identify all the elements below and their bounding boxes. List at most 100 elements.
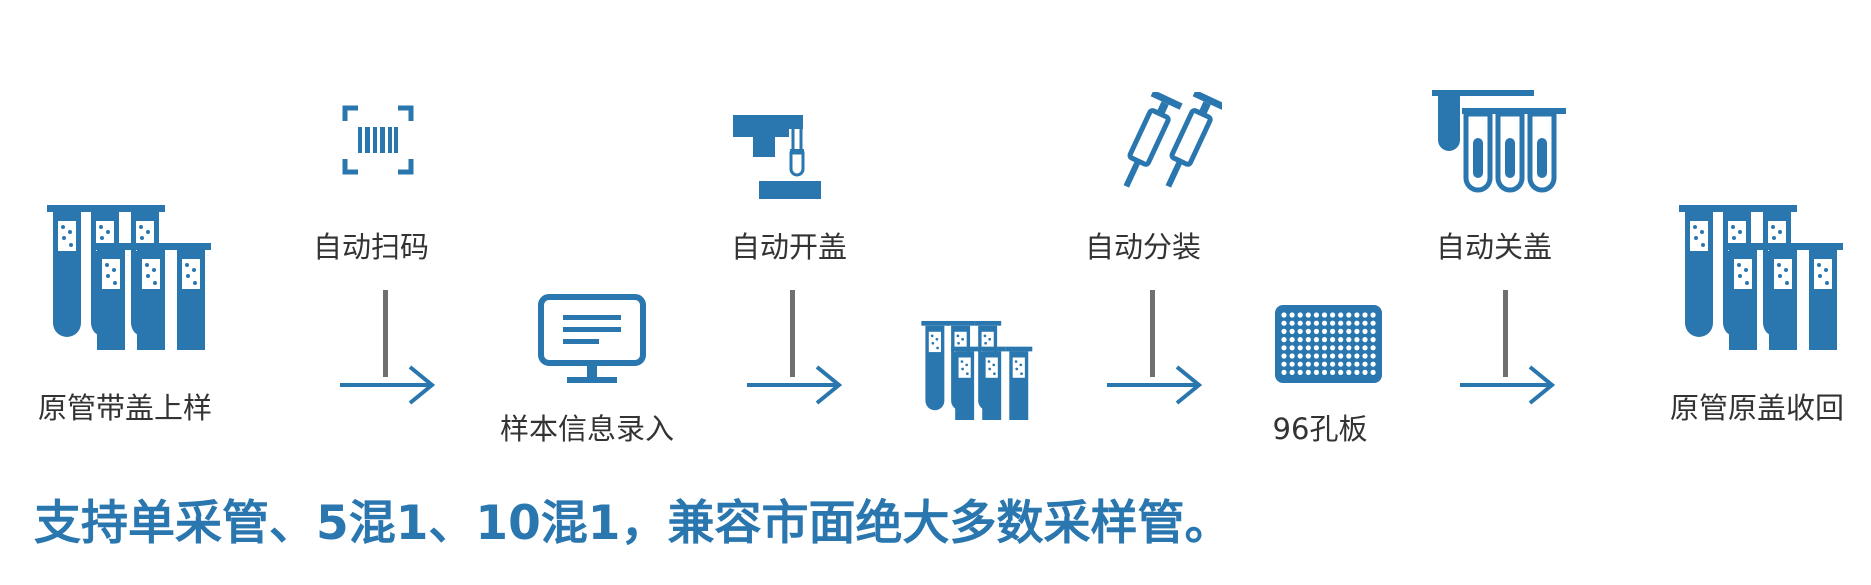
plate-well	[1289, 312, 1295, 318]
plate-well	[1321, 369, 1328, 375]
plate-well	[1330, 312, 1336, 318]
divider-line	[1150, 290, 1155, 377]
pipette-icon	[1123, 92, 1222, 188]
footer-note: 支持单采管、5混1、10混1，兼容市面绝大多数采样管。	[34, 496, 1232, 551]
plate-well	[1297, 361, 1303, 367]
plate-well	[1338, 312, 1344, 318]
plate-well	[1289, 328, 1295, 334]
plate-well	[1297, 337, 1303, 343]
plate-well	[1346, 312, 1352, 318]
plate-well	[1289, 320, 1295, 326]
plate-well	[1305, 345, 1311, 351]
step-label-auto-dispense: 自动分装	[1084, 230, 1202, 264]
step-label-recover-tubes: 原管原盖收回	[1669, 391, 1845, 425]
plate-well	[1346, 361, 1352, 367]
plate-well	[1370, 337, 1376, 343]
plate-well	[1354, 353, 1360, 359]
plate-well	[1330, 328, 1336, 334]
divider-line	[1503, 290, 1508, 377]
plate-well	[1346, 353, 1352, 359]
plate-well	[1297, 312, 1303, 318]
plate-well	[1297, 345, 1303, 351]
plate-well	[1338, 345, 1344, 351]
plate-well	[1281, 320, 1287, 326]
tube-rack-return-icon	[1679, 205, 1843, 350]
plate-well	[1338, 361, 1344, 367]
plate-well	[1338, 337, 1344, 343]
plate-well	[1370, 320, 1376, 326]
plate-well	[1289, 337, 1295, 343]
plate-well	[1305, 369, 1311, 375]
plate-well	[1330, 337, 1336, 343]
plate-well	[1354, 337, 1360, 343]
plate-well	[1305, 320, 1311, 326]
step-label-auto-scan: 自动扫码	[312, 230, 430, 264]
plate-well	[1362, 312, 1368, 318]
step-label-auto-recap: 自动关盖	[1435, 230, 1553, 264]
divider-line	[383, 290, 388, 377]
plate-well	[1354, 312, 1360, 318]
step-label-auto-uncap: 自动开盖	[730, 230, 848, 264]
plate-well	[1330, 369, 1336, 375]
plate-well	[1305, 312, 1311, 318]
arrow-right-icon	[1460, 365, 1554, 405]
plate-well	[1313, 345, 1319, 351]
plate-well	[1362, 320, 1368, 326]
plate-well	[1370, 345, 1376, 351]
capped-tubes-icon	[1432, 90, 1566, 193]
arrow-right-icon	[340, 365, 434, 405]
plate-well	[1289, 345, 1295, 351]
plate-well	[1354, 345, 1360, 351]
plate-well	[1354, 361, 1360, 367]
plate-well	[1281, 312, 1287, 318]
step-label-sample-entry: 样本信息录入	[499, 412, 675, 446]
plate-well	[1362, 369, 1368, 375]
plate-well	[1354, 369, 1360, 375]
step-label-plate-96: 96孔板	[1272, 412, 1368, 446]
plate-well	[1297, 369, 1303, 375]
plate-well	[1305, 328, 1311, 334]
plate-well	[1321, 337, 1328, 343]
plate-well	[1321, 353, 1328, 359]
plate-well	[1313, 369, 1319, 375]
plate-well	[1313, 312, 1319, 318]
plate-well	[1297, 328, 1303, 334]
plate-well	[1321, 312, 1328, 318]
plate-well	[1338, 369, 1344, 375]
plate-well	[1289, 361, 1295, 367]
plate-96-icon	[1275, 305, 1382, 383]
divider-line	[790, 290, 795, 377]
plate-well	[1281, 337, 1287, 343]
plate-well	[1346, 345, 1352, 351]
plate-well	[1305, 353, 1311, 359]
plate-well	[1330, 320, 1336, 326]
barcode-scan-icon	[342, 105, 414, 175]
plate-well	[1281, 369, 1287, 375]
plate-well	[1370, 312, 1376, 318]
plate-well	[1281, 353, 1287, 359]
plate-well	[1313, 353, 1319, 359]
plate-well	[1305, 337, 1311, 343]
plate-well	[1330, 353, 1336, 359]
plate-well	[1338, 328, 1344, 334]
decapper-icon	[733, 115, 821, 199]
plate-well	[1362, 361, 1368, 367]
tube-rack-icon	[47, 205, 211, 350]
plate-well	[1313, 361, 1319, 367]
plate-well	[1346, 369, 1352, 375]
step-label-load-tubes: 原管带盖上样	[37, 391, 213, 425]
monitor-icon	[538, 294, 646, 383]
plate-well	[1289, 369, 1295, 375]
plate-well	[1362, 353, 1368, 359]
plate-well	[1346, 320, 1352, 326]
plate-well	[1362, 328, 1368, 334]
arrow-right-icon	[747, 365, 841, 405]
plate-well	[1370, 328, 1376, 334]
tube-rack-small-icon	[921, 320, 1033, 420]
plate-well	[1346, 328, 1352, 334]
plate-well	[1321, 345, 1328, 351]
plate-well	[1297, 353, 1303, 359]
plate-well	[1330, 345, 1336, 351]
plate-well	[1338, 320, 1344, 326]
plate-well	[1297, 320, 1303, 326]
